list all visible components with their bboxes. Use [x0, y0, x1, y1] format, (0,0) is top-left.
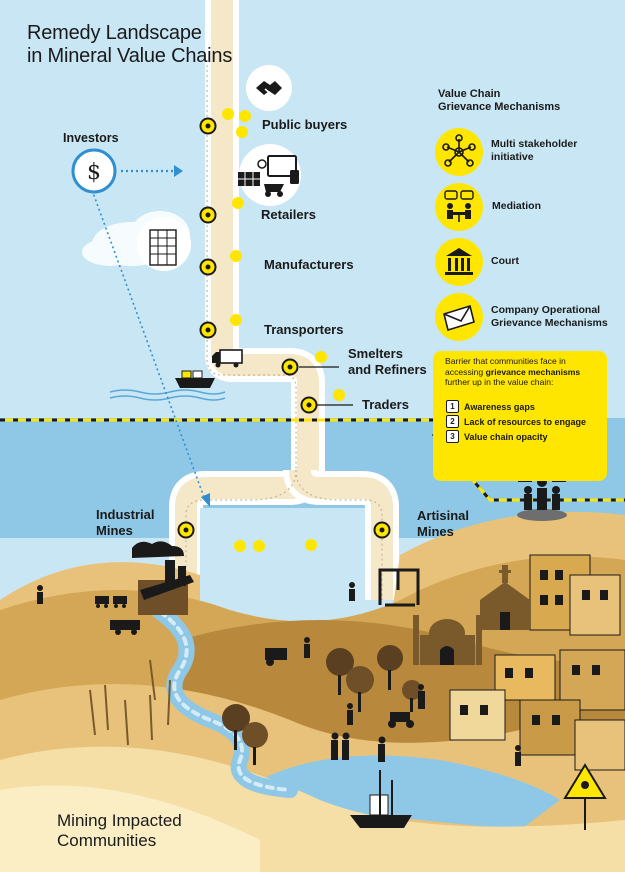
- cart-icons: [110, 620, 414, 728]
- barriers-box: [433, 351, 607, 481]
- mosque-icon: [413, 615, 482, 665]
- dollar-icon: $: [71, 148, 117, 194]
- page-title-line2: in Mineral Value Chains: [27, 45, 233, 67]
- multi-stakeholder-label: Multi stakeholder initiative: [491, 138, 621, 164]
- smelters-marker-icon: [281, 358, 299, 376]
- industrial-mines-line1: Industrial: [96, 507, 155, 522]
- barrier-item: 3 Value chain opacity: [446, 430, 548, 443]
- company-operational-line1: Company Operational: [491, 304, 601, 316]
- barrier-number: 1: [446, 400, 459, 413]
- artisinal-mines-line1: Artisinal: [417, 508, 470, 523]
- page-title-line1: Remedy Landscape: [27, 22, 202, 44]
- electronics-icon: [238, 144, 301, 206]
- grievance-heading-line2: Grievance Mechanisms: [438, 101, 561, 113]
- communities-title-line1: Mining Impacted: [57, 811, 182, 830]
- artisinal-mines-line2: Mines: [417, 524, 454, 539]
- smelters-label: Smelters and Refiners: [348, 346, 427, 378]
- public-buyers-label: Public buyers: [262, 117, 348, 132]
- retailers-label: Retailers: [261, 207, 316, 222]
- transporters-label: Transporters: [264, 322, 344, 337]
- mine-cart-icons: [95, 596, 127, 608]
- tree-icons: [222, 645, 422, 765]
- courthouse-icon: [435, 238, 483, 286]
- mediation-line1: Mediation: [492, 200, 541, 212]
- network-icon: [435, 128, 483, 176]
- industrial-plant-icon: [132, 541, 194, 615]
- wheat-icons: [89, 659, 171, 746]
- company-operational-label: Company Operational Grievance Mechanisms: [491, 304, 621, 330]
- manufacturers-label: Manufacturers: [264, 257, 354, 272]
- artisinal-mines-marker-icon: [373, 521, 391, 539]
- barriers-intro-a: Barrier that communities face in accessi…: [445, 356, 566, 377]
- artisinal-mines-label: Artisinal Mines: [417, 508, 469, 540]
- grievance-heading: Value Chain Grievance Mechanisms: [438, 88, 588, 114]
- svg-text:$: $: [87, 160, 101, 185]
- retailers-marker-icon: [199, 206, 217, 224]
- hazard-warning-icon: [563, 763, 607, 830]
- envelope-icon: [435, 293, 483, 341]
- manufacturers-marker-icon: [199, 258, 217, 276]
- barrier-label: Value chain opacity: [464, 431, 548, 442]
- handshake-icon: [246, 65, 292, 111]
- traders-marker-icon: [300, 396, 318, 414]
- industrial-mines-label: Industrial Mines: [96, 507, 155, 539]
- church-icon: [480, 565, 530, 630]
- grievance-heading-line1: Value Chain: [438, 88, 501, 100]
- barrier-number: 2: [446, 415, 459, 428]
- traders-label: Traders: [362, 397, 409, 412]
- manufacturer-building-icon: [137, 217, 191, 271]
- multi-stakeholder-line1: Multi stakeholder: [491, 138, 578, 150]
- fishing-boat-icon: [350, 770, 412, 828]
- barrier-item: 2 Lack of resources to engage: [446, 415, 586, 428]
- multi-stakeholder-line2: initiative: [491, 151, 534, 163]
- village-buildings: [449, 554, 625, 771]
- mediation-label: Mediation: [492, 200, 622, 213]
- transporters-marker-icon: [199, 321, 217, 339]
- barriers-intro: Barrier that communities face in accessi…: [445, 356, 605, 388]
- smelters-label-line2: and Refiners: [348, 362, 427, 377]
- industrial-mines-marker-icon: [177, 521, 195, 539]
- communities-title: Mining Impacted Communities: [57, 811, 182, 851]
- barriers-intro-c: further up in the value chain:: [445, 377, 554, 387]
- public-buyers-marker-icon: [199, 117, 217, 135]
- court-line1: Court: [491, 255, 519, 267]
- smelters-connector: [299, 366, 339, 368]
- barrier-number: 3: [446, 430, 459, 443]
- communities-title-line2: Communities: [57, 831, 157, 850]
- barrier-label: Lack of resources to engage: [464, 416, 587, 427]
- smelters-label-line1: Smelters: [348, 346, 403, 361]
- court-label: Court: [491, 255, 621, 268]
- artisinal-mine-frame-icon: [378, 568, 420, 607]
- truck-icon: [212, 349, 243, 368]
- barrier-label: Awareness gaps: [464, 401, 535, 412]
- investors-label: Investors: [63, 131, 119, 145]
- mediation-icon: [435, 183, 483, 231]
- traders-connector: [317, 404, 353, 406]
- page-title: Remedy Landscape in Mineral Value Chains: [27, 22, 232, 68]
- company-operational-line2: Grievance Mechanisms: [491, 317, 608, 329]
- barrier-item: 1 Awareness gaps: [446, 400, 535, 413]
- people-icons: [37, 582, 521, 766]
- industrial-mines-line2: Mines: [96, 523, 133, 538]
- cargo-ship-icon: [109, 370, 226, 401]
- barriers-intro-b: grievance mechanisms: [485, 366, 581, 377]
